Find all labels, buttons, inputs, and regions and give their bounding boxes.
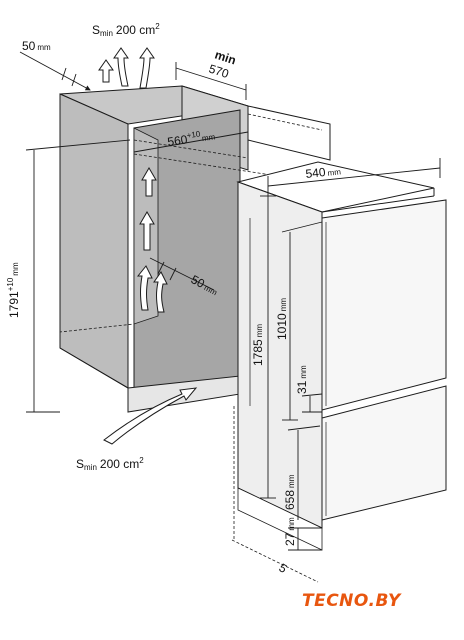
min-depth-label-line2: 570 <box>207 62 231 82</box>
appliance-height-label: 1785mm <box>251 324 265 366</box>
air-arrow-top-1 <box>98 59 114 83</box>
lower-door-label: 658mm <box>283 474 297 510</box>
air-arrow-bottom <box>103 387 198 445</box>
door-gap-label: 31mm <box>295 365 309 394</box>
niche-height-label: 1791+10mm <box>6 262 21 318</box>
adjacent-side-panel <box>247 105 331 161</box>
floor-outline <box>59 323 135 348</box>
cabinet-left-panel <box>59 93 129 389</box>
appliance-width-label: 540mm <box>305 163 342 181</box>
airflow-arrows <box>98 47 198 445</box>
air-arrow-mid-1 <box>141 167 157 197</box>
air-arrow-mid-2 <box>139 211 155 251</box>
niche-width-label: 560+10mm <box>166 127 216 149</box>
upper-door-label: 1010mm <box>275 298 289 340</box>
appliance-body <box>231 161 447 583</box>
dimension-lines <box>19 51 441 551</box>
air-arrow-mid-3 <box>136 265 153 311</box>
air-arrow-top-3 <box>139 47 155 89</box>
appliance-lower-door <box>321 385 447 521</box>
brand-logo: TECNO.BY <box>302 586 452 616</box>
brand-logo-text: TECNO.BY <box>302 591 401 611</box>
air-arrow-top-2 <box>113 47 129 87</box>
min-depth-label-line1: min <box>213 48 238 68</box>
appliance-upper-door <box>321 199 447 411</box>
air-arrow-mid-4 <box>153 271 168 313</box>
plinth-gap-label: 27mm <box>283 517 297 546</box>
